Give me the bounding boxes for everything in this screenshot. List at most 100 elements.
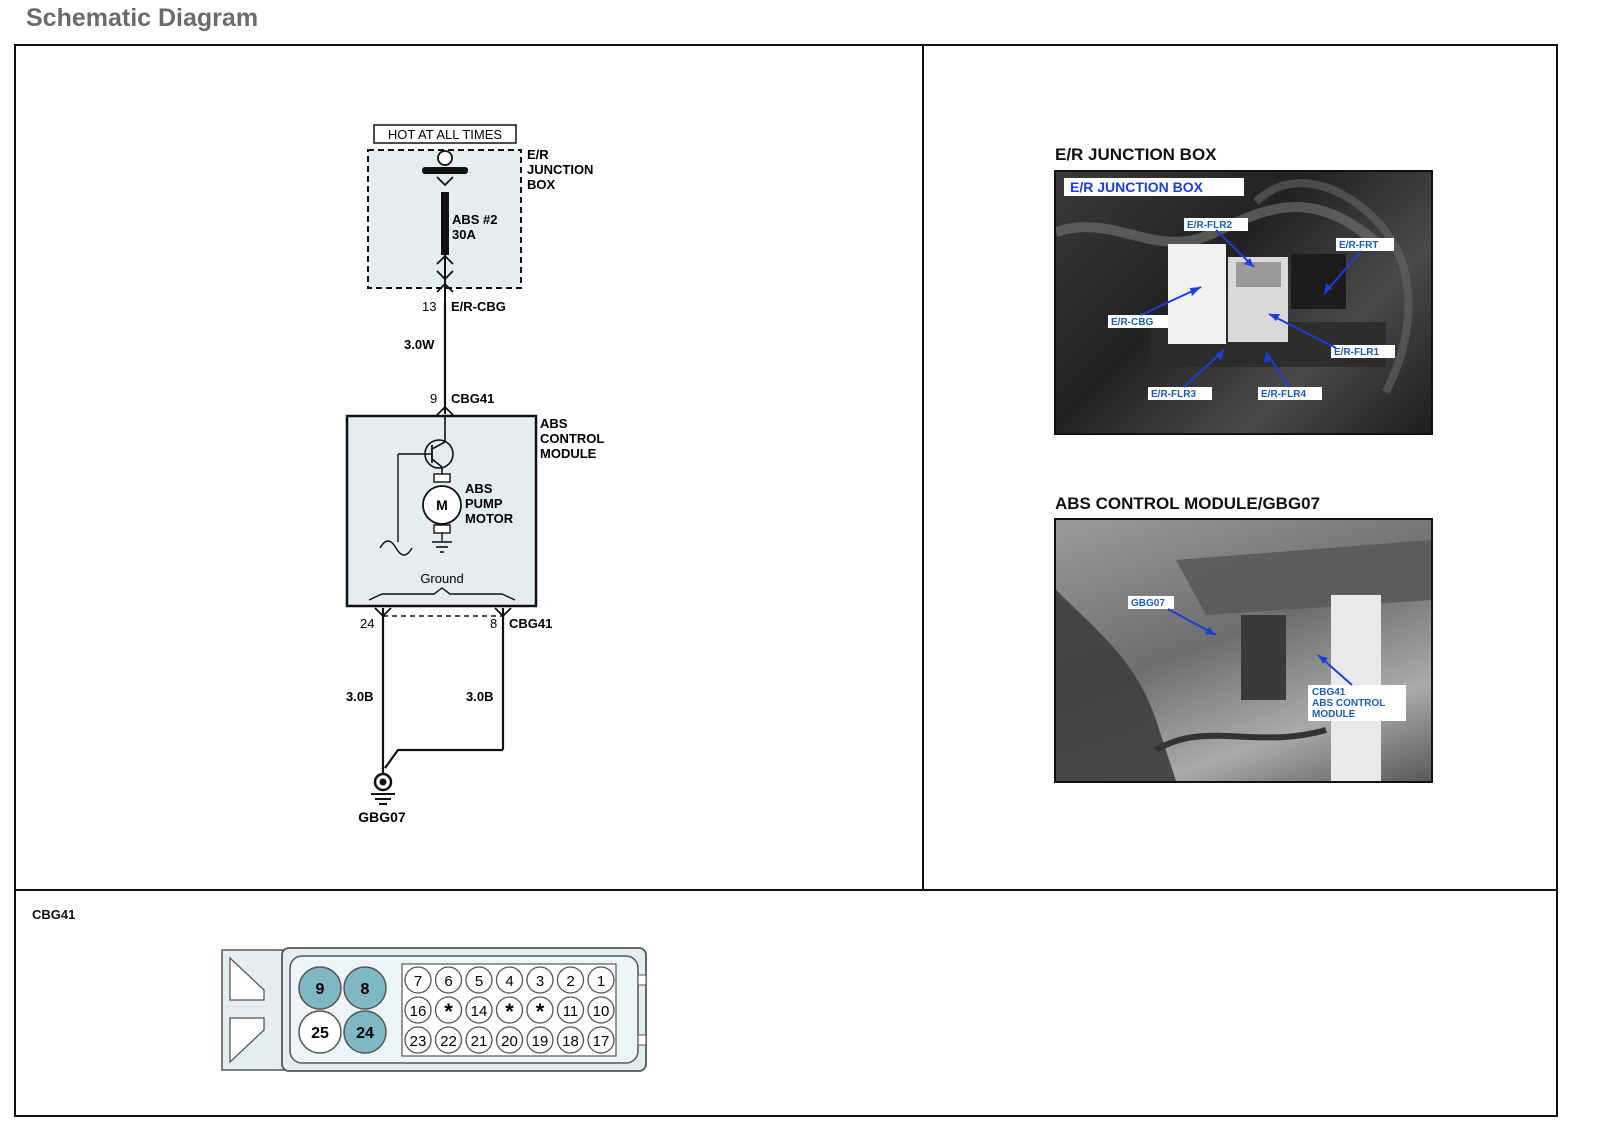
pin-8: 8 [490, 616, 497, 631]
callout-er-frt: E/R-FRT [1339, 240, 1378, 251]
pin-label-5: 5 [475, 973, 483, 990]
motor-label-3: MOTOR [465, 511, 514, 526]
ground-label: Ground [420, 571, 463, 586]
junction-box-photo-title: E/R JUNCTION BOX [1055, 145, 1217, 164]
pin-label-2: 2 [566, 973, 574, 990]
pin-2 [556, 966, 585, 994]
pin-label-24: 24 [356, 1025, 374, 1042]
battery-terminal [437, 150, 453, 166]
pin-label-18: 18 [562, 1033, 579, 1050]
pin-1 [587, 966, 615, 994]
pin-label-4: 4 [505, 973, 513, 990]
callout-gbg07: GBG07 [1131, 598, 1165, 609]
pin-label-3: 3 [536, 973, 544, 990]
pump-motor [422, 485, 462, 525]
pin-17 [587, 1026, 615, 1054]
pin-label-25: 25 [311, 1025, 329, 1042]
pin-label-22: 22 [440, 1033, 457, 1050]
callout-er-flr1: E/R-FLR1 [1334, 347, 1379, 358]
motor-label-1: ABS [465, 481, 493, 496]
pin-label-8: 8 [361, 981, 370, 998]
pin-8 [343, 966, 387, 1010]
callout-cbg41: CBG41 [1312, 687, 1346, 698]
module-label-2: CONTROL [540, 431, 604, 446]
callout-abs-control: ABS CONTROL [1312, 698, 1385, 709]
junction-box-inner-title: E/R JUNCTION BOX [1070, 179, 1204, 195]
callout-er-flr3: E/R-FLR3 [1151, 389, 1196, 400]
junction-label-2: JUNCTION [527, 162, 593, 177]
pin-empty [526, 996, 554, 1024]
motor-label-2: PUMP [465, 496, 503, 511]
pin-22 [434, 1026, 463, 1054]
fuse-abs-2 [441, 192, 449, 255]
pin-25 [298, 1010, 342, 1054]
pin-6 [434, 966, 463, 994]
junction-label-1: E/R [527, 147, 549, 162]
abs-module-photo-title: ABS CONTROL MODULE/GBG07 [1055, 494, 1321, 513]
pin-3 [526, 966, 554, 994]
pin-empty [434, 996, 463, 1024]
motor-symbol: M [436, 497, 448, 513]
page-title: Schematic Diagram [26, 4, 259, 32]
pin-4 [495, 966, 524, 994]
module-label-3: MODULE [540, 446, 597, 461]
pin-label-11: 11 [563, 1003, 579, 1020]
pin-7 [404, 966, 432, 994]
pin-label-20: 20 [501, 1033, 518, 1050]
pin-empty-label: * [505, 999, 514, 1024]
fuse-label-2: 30A [452, 227, 476, 242]
signal-wave [379, 540, 413, 556]
pin-18 [556, 1026, 585, 1054]
pin-16 [404, 996, 432, 1024]
pin-label-7: 7 [414, 973, 422, 990]
pin-empty [495, 996, 524, 1024]
pin-empty-label: * [444, 999, 453, 1024]
wiring-schematic: HOT AT ALL TIMES E/R JUNCTION BOX ABS #2… [345, 124, 604, 825]
fuse-label-1: ABS #2 [452, 212, 498, 227]
pin-label-1: 1 [597, 973, 605, 990]
callout-module: MODULE [1312, 709, 1356, 720]
wire-3-0b-left: 3.0B [346, 689, 373, 704]
module-label-1: ABS [540, 416, 568, 431]
pin-14 [465, 996, 493, 1024]
junction-label-3: BOX [527, 177, 556, 192]
connector-cbg41-bottom: CBG41 [509, 616, 552, 631]
pin-5 [465, 966, 493, 994]
pin-21 [465, 1026, 493, 1054]
busbar [422, 167, 468, 174]
pin-11 [556, 996, 585, 1024]
schematic-panel: HOT AT ALL TIMES E/R JUNCTION BOX ABS #2… [14, 44, 924, 891]
callout-er-cbg: E/R-CBG [1111, 317, 1153, 328]
callout-er-flr4: E/R-FLR4 [1261, 389, 1306, 400]
connector-title: CBG41 [32, 907, 76, 922]
pin-empty-label: * [536, 999, 545, 1024]
pin-label-16: 16 [410, 1003, 427, 1020]
pin-19 [526, 1026, 554, 1054]
pin-label-17: 17 [593, 1033, 610, 1050]
pin-label-10: 10 [593, 1003, 610, 1020]
ground-gbg07-label: GBG07 [358, 809, 406, 825]
hot-label: HOT AT ALL TIMES [388, 127, 502, 142]
pin-24: 24 [360, 616, 374, 631]
pin-label-9: 9 [316, 981, 325, 998]
connector-cbg41-top: CBG41 [451, 391, 494, 406]
hot-label-box [373, 124, 517, 144]
abs-module-photo: GBG07 CBG41 ABS CONTROL MODULE [1054, 518, 1433, 783]
connector-er-cbg: E/R-CBG [451, 299, 506, 314]
pin-label-14: 14 [471, 1003, 488, 1020]
pin-label-19: 19 [532, 1033, 549, 1050]
junction-box-photo: E/R JUNCTION BOX E/R-FLR2 E/R-FRT E/R-CB… [1054, 170, 1433, 435]
pin-10 [587, 996, 615, 1024]
pin-24 [343, 1010, 387, 1054]
pin-20 [495, 1026, 524, 1054]
wire-3-0w: 3.0W [404, 337, 435, 352]
wire-3-0b-right: 3.0B [466, 689, 493, 704]
callout-er-flr2: E/R-FLR2 [1187, 220, 1232, 231]
pin-label-6: 6 [444, 973, 452, 990]
pin-9 [298, 966, 342, 1010]
pin-23 [404, 1026, 432, 1054]
pin-label-21: 21 [471, 1033, 488, 1050]
pin-label-23: 23 [410, 1033, 427, 1050]
